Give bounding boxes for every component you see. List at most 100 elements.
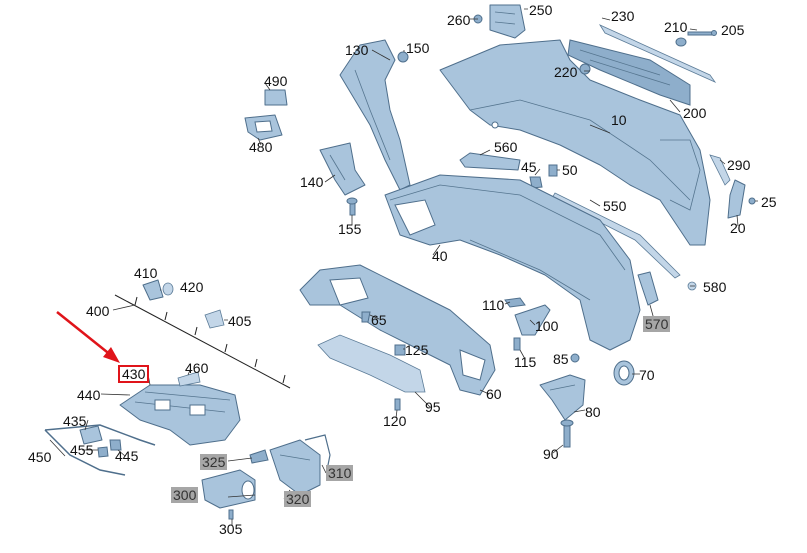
- part-430-sensor-carrier[interactable]: [119, 384, 241, 446]
- part-200-bracket[interactable]: [567, 39, 691, 106]
- label-10[interactable]: 10: [611, 112, 627, 128]
- label-300[interactable]: 300: [171, 487, 199, 503]
- label-435[interactable]: 435: [63, 413, 87, 429]
- label-420[interactable]: 420: [180, 279, 204, 295]
- label-305[interactable]: 305: [219, 521, 243, 537]
- label-125[interactable]: 125: [405, 342, 429, 358]
- label-490[interactable]: 490: [264, 73, 288, 89]
- part-60-diffuser[interactable]: [299, 264, 496, 396]
- part-130-side-bracket[interactable]: [339, 39, 411, 191]
- label-310[interactable]: 310: [326, 465, 354, 481]
- label-405[interactable]: 405: [228, 313, 252, 329]
- label-90[interactable]: 90: [543, 446, 559, 462]
- part-455-sensor[interactable]: [97, 446, 109, 458]
- label-50[interactable]: 50: [562, 162, 578, 178]
- part-45-clip[interactable]: [529, 176, 543, 189]
- label-115[interactable]: 115: [514, 354, 537, 370]
- part-85-clip[interactable]: [570, 353, 580, 363]
- part-210-grommet[interactable]: [675, 37, 687, 47]
- label-455[interactable]: 455: [70, 442, 94, 458]
- part-90-screw[interactable]: [560, 419, 574, 448]
- part-120-clip[interactable]: [394, 398, 401, 411]
- part-450-cable[interactable]: [44, 424, 156, 476]
- label-400[interactable]: 400: [86, 303, 110, 319]
- label-45[interactable]: 45: [521, 159, 537, 175]
- label-150[interactable]: 150: [406, 40, 430, 56]
- part-445-clip[interactable]: [109, 439, 122, 451]
- part-25-screw[interactable]: [748, 197, 756, 205]
- part-570-bracket[interactable]: [637, 271, 659, 306]
- label-410[interactable]: 410: [134, 265, 158, 281]
- part-325-clip[interactable]: [249, 449, 269, 464]
- label-70[interactable]: 70: [639, 367, 655, 383]
- label-480[interactable]: 480: [249, 139, 273, 155]
- part-100-bracket[interactable]: [514, 304, 551, 336]
- label-85[interactable]: 85: [553, 351, 569, 367]
- label-40[interactable]: 40: [432, 248, 448, 264]
- part-10-bumper-cover[interactable]: [439, 39, 711, 246]
- label-205[interactable]: 205: [721, 22, 745, 38]
- part-220-nut[interactable]: [579, 63, 591, 75]
- label-100[interactable]: 100: [535, 318, 559, 334]
- part-140-bracket[interactable]: [319, 142, 366, 196]
- label-20[interactable]: 20: [730, 220, 746, 236]
- part-300-tailpipe[interactable]: [201, 469, 256, 509]
- label-460[interactable]: 460: [185, 360, 209, 376]
- label-110[interactable]: 110: [482, 297, 505, 313]
- part-435-sensor[interactable]: [79, 425, 103, 445]
- part-110-bracket[interactable]: [504, 297, 526, 308]
- part-490-bracket[interactable]: [264, 89, 288, 106]
- part-250-bracket[interactable]: [489, 4, 526, 39]
- label-320[interactable]: 320: [284, 491, 312, 507]
- part-205-screw[interactable]: [687, 30, 717, 36]
- label-65[interactable]: 65: [371, 312, 387, 328]
- part-230-strip[interactable]: [598, 24, 717, 83]
- label-130[interactable]: 130: [345, 42, 369, 58]
- label-95[interactable]: 95: [425, 399, 441, 415]
- part-70-ring[interactable]: [613, 360, 635, 386]
- part-20-reflector[interactable]: [727, 179, 746, 219]
- part-80-housing[interactable]: [539, 374, 586, 421]
- label-260[interactable]: 260: [447, 12, 471, 28]
- part-65-clip[interactable]: [361, 311, 371, 323]
- label-570[interactable]: 570: [643, 316, 671, 332]
- part-560-trim[interactable]: [459, 152, 521, 171]
- part-405-clip[interactable]: [204, 309, 225, 329]
- part-150-clip[interactable]: [397, 51, 409, 63]
- label-230[interactable]: 230: [611, 8, 635, 24]
- part-155-screw[interactable]: [346, 197, 358, 216]
- part-305-screw[interactable]: [228, 509, 234, 520]
- part-50-clip[interactable]: [548, 164, 558, 177]
- label-200[interactable]: 200: [683, 105, 707, 121]
- label-25[interactable]: 25: [761, 194, 777, 210]
- label-120[interactable]: 120: [383, 413, 407, 429]
- part-290-cover[interactable]: [709, 154, 731, 186]
- label-430-highlighted[interactable]: 430: [118, 365, 150, 383]
- label-220[interactable]: 220: [554, 64, 578, 80]
- part-420-ring[interactable]: [162, 282, 174, 296]
- label-450[interactable]: 450: [28, 449, 52, 465]
- label-80[interactable]: 80: [585, 404, 601, 420]
- label-440[interactable]: 440: [77, 387, 101, 403]
- label-550[interactable]: 550: [603, 198, 627, 214]
- label-290[interactable]: 290: [727, 157, 751, 173]
- label-210[interactable]: 210: [664, 19, 688, 35]
- label-250[interactable]: 250: [529, 2, 553, 18]
- part-40-rear-bumper[interactable]: [384, 174, 641, 351]
- part-125-clip[interactable]: [394, 344, 406, 356]
- label-140[interactable]: 140: [300, 174, 324, 190]
- label-580[interactable]: 580: [703, 279, 727, 295]
- part-310-bracket[interactable]: [304, 434, 331, 471]
- red-pointer-arrow: [56, 311, 120, 363]
- label-560[interactable]: 560: [494, 139, 518, 155]
- part-480-housing[interactable]: [244, 114, 283, 141]
- part-460-bracket[interactable]: [177, 371, 201, 387]
- label-445[interactable]: 445: [115, 448, 139, 464]
- label-325[interactable]: 325: [200, 454, 228, 470]
- part-115-clip[interactable]: [513, 337, 521, 351]
- label-155[interactable]: 155: [338, 221, 362, 237]
- part-320-heat-shield[interactable]: [269, 439, 321, 496]
- part-410-sensor-housing[interactable]: [142, 279, 164, 301]
- label-60[interactable]: 60: [486, 386, 502, 402]
- part-95-underpanel[interactable]: [317, 334, 426, 393]
